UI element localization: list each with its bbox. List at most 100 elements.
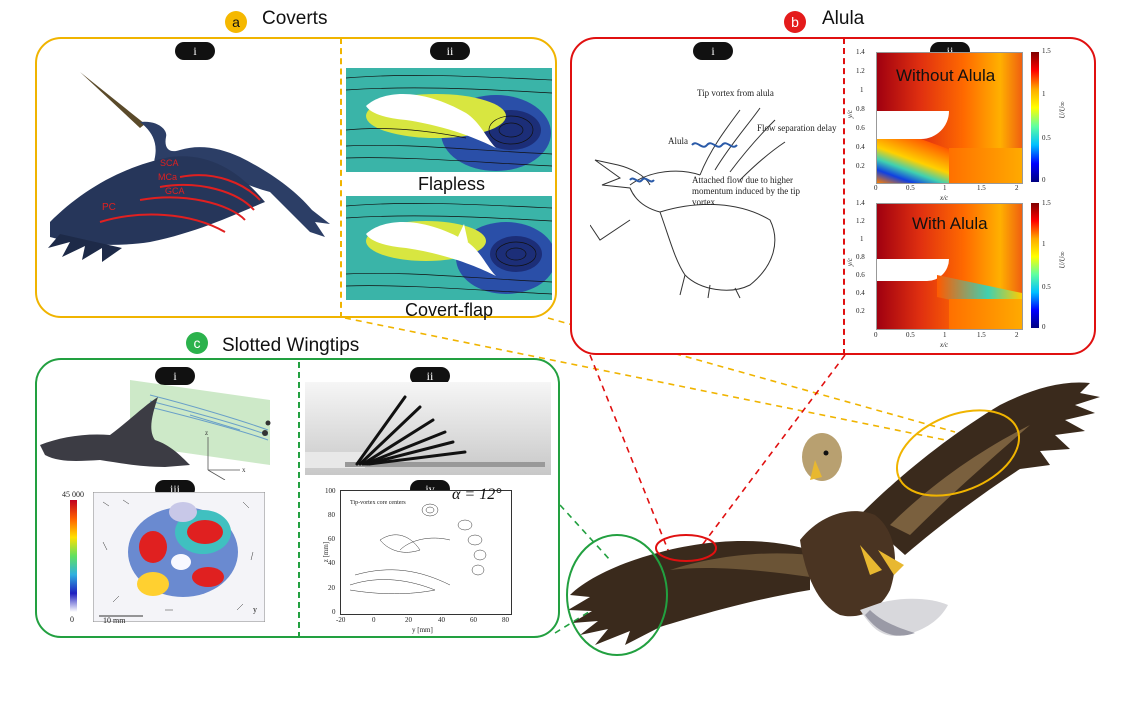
y-tick: 1.2 bbox=[856, 67, 865, 75]
colorbar-bottom bbox=[1031, 203, 1039, 328]
vorticity-axis-y: y bbox=[253, 605, 257, 614]
y-tick: 1.4 bbox=[856, 48, 865, 56]
colorbar-tick: 0.5 bbox=[1042, 283, 1051, 291]
covert-flap-flow-field bbox=[346, 196, 552, 300]
y-tick: 0.8 bbox=[856, 105, 865, 113]
annotation-flow-separation: Flow separation delay bbox=[757, 123, 837, 133]
x-tick: 1 bbox=[943, 331, 947, 339]
vorticity-field bbox=[93, 492, 265, 622]
tip-vortex-contour-plot bbox=[340, 490, 512, 615]
alula-divider bbox=[843, 38, 845, 355]
colorbar-tick: 0.5 bbox=[1042, 134, 1051, 142]
y-axis-label: y/c bbox=[846, 257, 855, 267]
alula-badge: b bbox=[784, 11, 806, 33]
wingtips-badge: c bbox=[186, 332, 208, 354]
vorticity-cbar-top: 45 000 bbox=[62, 490, 84, 499]
covert-flap-caption: Covert-flap bbox=[405, 300, 494, 320]
wingtips-divider bbox=[298, 362, 300, 638]
contour-y-tick: 60 bbox=[328, 535, 335, 543]
x-tick: 1.5 bbox=[977, 184, 986, 192]
coverts-sub-ii: ii bbox=[430, 42, 470, 60]
y-tick: 1 bbox=[860, 86, 864, 94]
colorbar-tick: 0 bbox=[1042, 176, 1046, 184]
colorbar-tick: 0 bbox=[1042, 323, 1046, 331]
coverts-ellipse bbox=[895, 409, 1021, 497]
x-tick: 1.5 bbox=[977, 331, 986, 339]
colorbar-top bbox=[1031, 52, 1039, 182]
x-tick: 0 bbox=[874, 331, 878, 339]
annotation-attached-flow: Attached flow due to higher momentum ind… bbox=[692, 175, 800, 207]
alula-sub-i: i bbox=[693, 42, 733, 60]
scale-bar-label: 10 mm bbox=[103, 616, 126, 625]
y-tick: 1.4 bbox=[856, 199, 865, 207]
x-axis-label: x/c bbox=[940, 341, 949, 349]
x-tick: 0.5 bbox=[906, 331, 915, 339]
y-tick: 0.6 bbox=[856, 271, 865, 279]
coverts-title: Coverts bbox=[262, 8, 328, 29]
with-alula-label: With Alula bbox=[912, 214, 988, 233]
contour-x-tick: 60 bbox=[470, 616, 477, 624]
alula-title: Alula bbox=[822, 8, 865, 29]
contour-x-tick: 80 bbox=[502, 616, 509, 624]
contour-x-tick: -20 bbox=[336, 616, 346, 624]
wingtips-connector bbox=[559, 504, 611, 561]
contour-y-tick: 100 bbox=[325, 487, 336, 495]
alula-connector bbox=[699, 354, 846, 549]
colorbar-label: U/U∞ bbox=[1058, 101, 1067, 119]
coverts-badge: a bbox=[225, 11, 247, 33]
contour-y-tick: 20 bbox=[328, 584, 335, 592]
x-axis-label: x/c bbox=[940, 194, 949, 202]
with-alula-field bbox=[876, 203, 1023, 330]
y-tick: 0.2 bbox=[856, 162, 865, 170]
x-tick: 0.5 bbox=[906, 184, 915, 192]
y-tick: 0.8 bbox=[856, 253, 865, 261]
alula-bird-sketch bbox=[590, 107, 786, 299]
alula-connector bbox=[589, 354, 671, 556]
y-tick: 0.4 bbox=[856, 289, 865, 297]
flapless-caption: Flapless bbox=[418, 174, 486, 194]
vorticity-cbar-bottom: 0 bbox=[70, 615, 74, 624]
contour-x-tick: 20 bbox=[405, 616, 412, 624]
y-tick: 1.2 bbox=[856, 217, 865, 225]
y-tick: 0.2 bbox=[856, 307, 865, 315]
annotation-tip-vortex: Tip vortex from alula bbox=[697, 88, 774, 98]
flapless-flow-field bbox=[346, 68, 552, 172]
x-tick: 1 bbox=[943, 184, 947, 192]
contour-y-tick: 0 bbox=[332, 608, 336, 616]
contour-x-tick: 0 bbox=[372, 616, 376, 624]
wingtip-feathers-photo bbox=[305, 382, 551, 475]
coverts-divider bbox=[340, 38, 342, 318]
without-alula-field bbox=[876, 52, 1023, 184]
alpha-label: α = 12° bbox=[452, 486, 502, 503]
coverts-sub-i: i bbox=[175, 42, 215, 60]
contour-x-label: y [mm] bbox=[412, 626, 433, 634]
contour-x-tick: 40 bbox=[438, 616, 445, 624]
colorbar-label: U/U∞ bbox=[1058, 251, 1067, 269]
covert-label: GCA bbox=[165, 186, 185, 196]
without-alula-label: Without Alula bbox=[896, 66, 996, 85]
eagle-photo bbox=[566, 382, 1100, 656]
x-tick: 2 bbox=[1015, 331, 1019, 339]
wingtips-sub-ii: ii bbox=[410, 367, 450, 385]
crow-wake-illustration: z x bbox=[40, 380, 271, 480]
x-tick: 0 bbox=[874, 184, 878, 192]
wingtips-title: Slotted Wingtips bbox=[222, 335, 360, 356]
y-tick: 1 bbox=[860, 235, 864, 243]
colorbar-tick: 1.5 bbox=[1042, 47, 1051, 55]
covert-label: PC bbox=[102, 202, 116, 213]
axis-z-label: z bbox=[205, 429, 208, 437]
y-tick: 0.6 bbox=[856, 124, 865, 132]
covert-label: MCa bbox=[158, 172, 177, 182]
heron-image: SCA MCa GCA PC bbox=[48, 72, 330, 262]
colorbar-tick: 1 bbox=[1042, 90, 1046, 98]
wingtips-sub-i: i bbox=[155, 367, 195, 385]
contour-y-tick: 80 bbox=[328, 511, 335, 519]
wingtip-ellipse bbox=[566, 534, 668, 656]
annotation-alula: Alula bbox=[668, 136, 688, 146]
x-tick: 2 bbox=[1015, 184, 1019, 192]
y-tick: 0.4 bbox=[856, 143, 865, 151]
contour-annotation: Tip-vortex core centers bbox=[350, 500, 406, 506]
colorbar-tick: 1 bbox=[1042, 240, 1046, 248]
coverts-connector bbox=[344, 317, 971, 446]
vorticity-colorbar bbox=[70, 500, 77, 612]
